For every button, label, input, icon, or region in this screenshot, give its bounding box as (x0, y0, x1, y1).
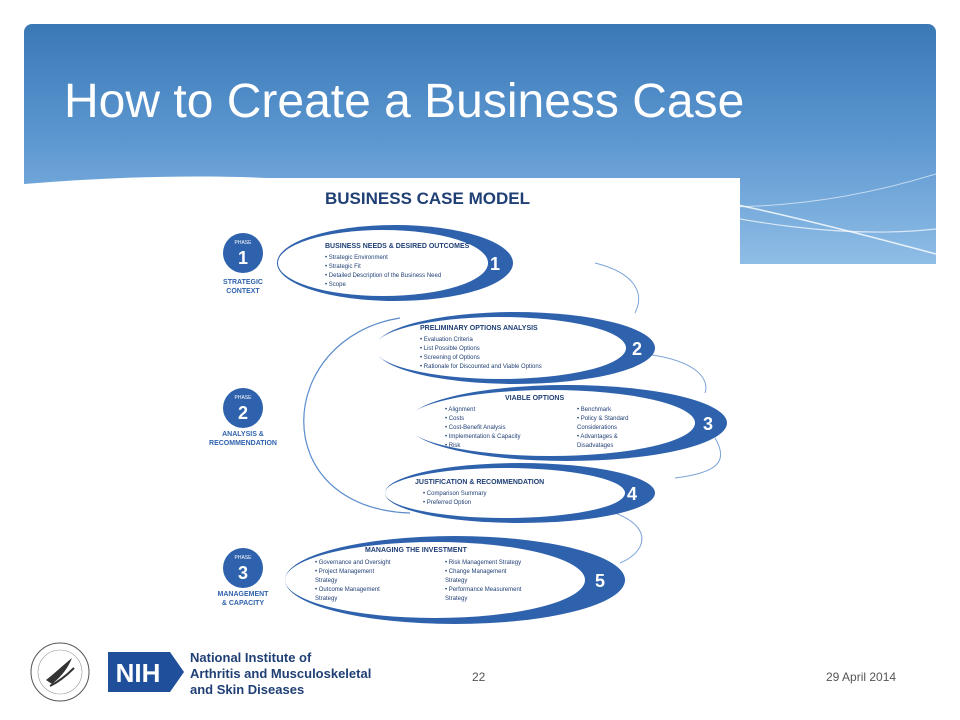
step-4-title: JUSTIFICATION & RECOMMENDATION (415, 479, 544, 486)
connector-3-4 (674, 437, 722, 479)
org-line-2: Arthritis and Musculoskeletal (190, 666, 372, 681)
step-5-number: 5 (595, 571, 605, 591)
step-5-right-1: • Risk Management Strategy (445, 560, 521, 566)
step-3-right-5: Disadvatages (577, 443, 613, 449)
step-3-right-4: • Advantages & (577, 434, 618, 440)
slide-title: How to Create a Business Case (64, 75, 745, 128)
step-2-title: PRELIMINARY OPTIONS ANALYSIS (420, 325, 538, 332)
step-4-item-1: • Comparison Summary (423, 491, 486, 497)
step-4-item-2: • Preferred Option (423, 500, 471, 506)
phase-3-word: PHASE (235, 555, 253, 561)
step-1-item-2: • Strategic Fit (325, 264, 361, 270)
phase-2-bracket-arc (303, 317, 411, 514)
step-5-left-4: • Outcome Management (315, 587, 380, 593)
step-3-left-5: • Risk (445, 443, 461, 449)
step-5-right-2: • Change Management (445, 569, 507, 575)
step-3-right-2: • Policy & Standard (577, 416, 628, 422)
step-1-title: BUSINESS NEEDS & DESIRED OUTCOMES (325, 243, 470, 250)
step-2-number: 2 (632, 339, 642, 359)
step-5-right-5: Strategy (445, 596, 467, 602)
step-2-item-2: • List Possible Options (420, 346, 480, 352)
diagram-heading: BUSINESS CASE MODEL (325, 189, 530, 208)
step-5-left-5: Strategy (315, 596, 337, 602)
phase-2-word: PHASE (235, 395, 253, 401)
org-name: National Institute of Arthritis and Musc… (190, 650, 371, 698)
step-3-ellipse: VIABLE OPTIONS • Alignment • Costs • Cos… (405, 385, 727, 461)
org-line-3: and Skin Diseases (190, 682, 305, 697)
nih-abbrev: NIH (116, 658, 161, 688)
phase-1-number: 1 (238, 248, 248, 268)
connector-2-3 (634, 352, 707, 394)
step-4-ellipse: JUSTIFICATION & RECOMMENDATION • Compari… (385, 463, 655, 523)
connector-1-2 (594, 262, 640, 314)
step-3-left-1: • Alignment (445, 407, 475, 413)
step-5-title: MANAGING THE INVESTMENT (365, 547, 468, 554)
step-5-right-4: • Performance Measurement (445, 587, 522, 593)
phase-1-word: PHASE (235, 240, 253, 246)
phase-2-label-2: RECOMMENDATION (209, 440, 277, 447)
phase-1-badge: PHASE 1 STRATEGIC CONTEXT (223, 233, 263, 295)
step-1-item-4: • Scope (325, 282, 346, 288)
step-5-ellipse: MANAGING THE INVESTMENT • Governance and… (285, 536, 625, 624)
phase-3-label-2: & CAPACITY (222, 600, 265, 607)
phase-2-number: 2 (238, 403, 248, 423)
slide-date: 29 April 2014 (826, 670, 897, 684)
step-3-right-3: Considerations (577, 425, 617, 431)
step-5-left-1: • Governance and Oversight (315, 560, 391, 566)
step-3-number: 3 (703, 414, 713, 434)
step-1-number: 1 (490, 254, 500, 274)
phase-1-label-1: STRATEGIC (223, 279, 263, 286)
phase-2-label-1: ANALYSIS & (222, 431, 264, 438)
org-line-1: National Institute of (190, 650, 312, 665)
step-4-number: 4 (627, 484, 637, 504)
step-2-item-3: • Screening of Options (420, 355, 480, 361)
step-3-left-2: • Costs (445, 416, 464, 422)
step-1-item-1: • Strategic Environment (325, 255, 388, 261)
phase-2-badge: PHASE 2 ANALYSIS & RECOMMENDATION (209, 388, 277, 447)
step-1-ellipse: BUSINESS NEEDS & DESIRED OUTCOMES • Stra… (277, 225, 513, 301)
step-2-item-4: • Rationale for Discounted and Viable Op… (420, 364, 542, 370)
phase-3-number: 3 (238, 563, 248, 583)
phase-3-label-1: MANAGEMENT (218, 591, 270, 598)
business-case-diagram: BUSINESS CASE MODEL PHASE 1 STRATEGIC CO… (195, 178, 740, 628)
step-3-left-4: • Implementation & Capacity (445, 434, 520, 440)
phase-3-badge: PHASE 3 MANAGEMENT & CAPACITY (218, 548, 270, 607)
step-2-ellipse: PRELIMINARY OPTIONS ANALYSIS • Evaluatio… (374, 312, 655, 384)
step-5-right-3: Strategy (445, 578, 467, 584)
step-5-left-3: Strategy (315, 578, 337, 584)
phase-1-label-2: CONTEXT (226, 288, 260, 295)
hhs-seal-icon (30, 642, 90, 702)
step-3-right-1: • Benchmark (577, 407, 612, 413)
step-3-title: VIABLE OPTIONS (505, 395, 564, 402)
step-3-left-3: • Cost-Benefit Analysis (445, 425, 505, 431)
step-5-left-2: • Project Management (315, 569, 374, 575)
nih-logo-icon: NIH (108, 652, 184, 692)
step-2-item-1: • Evaluation Criteria (420, 337, 473, 343)
page-number: 22 (472, 670, 486, 684)
connector-4-5 (614, 512, 643, 564)
step-1-item-3: • Detailed Description of the Business N… (325, 273, 441, 279)
